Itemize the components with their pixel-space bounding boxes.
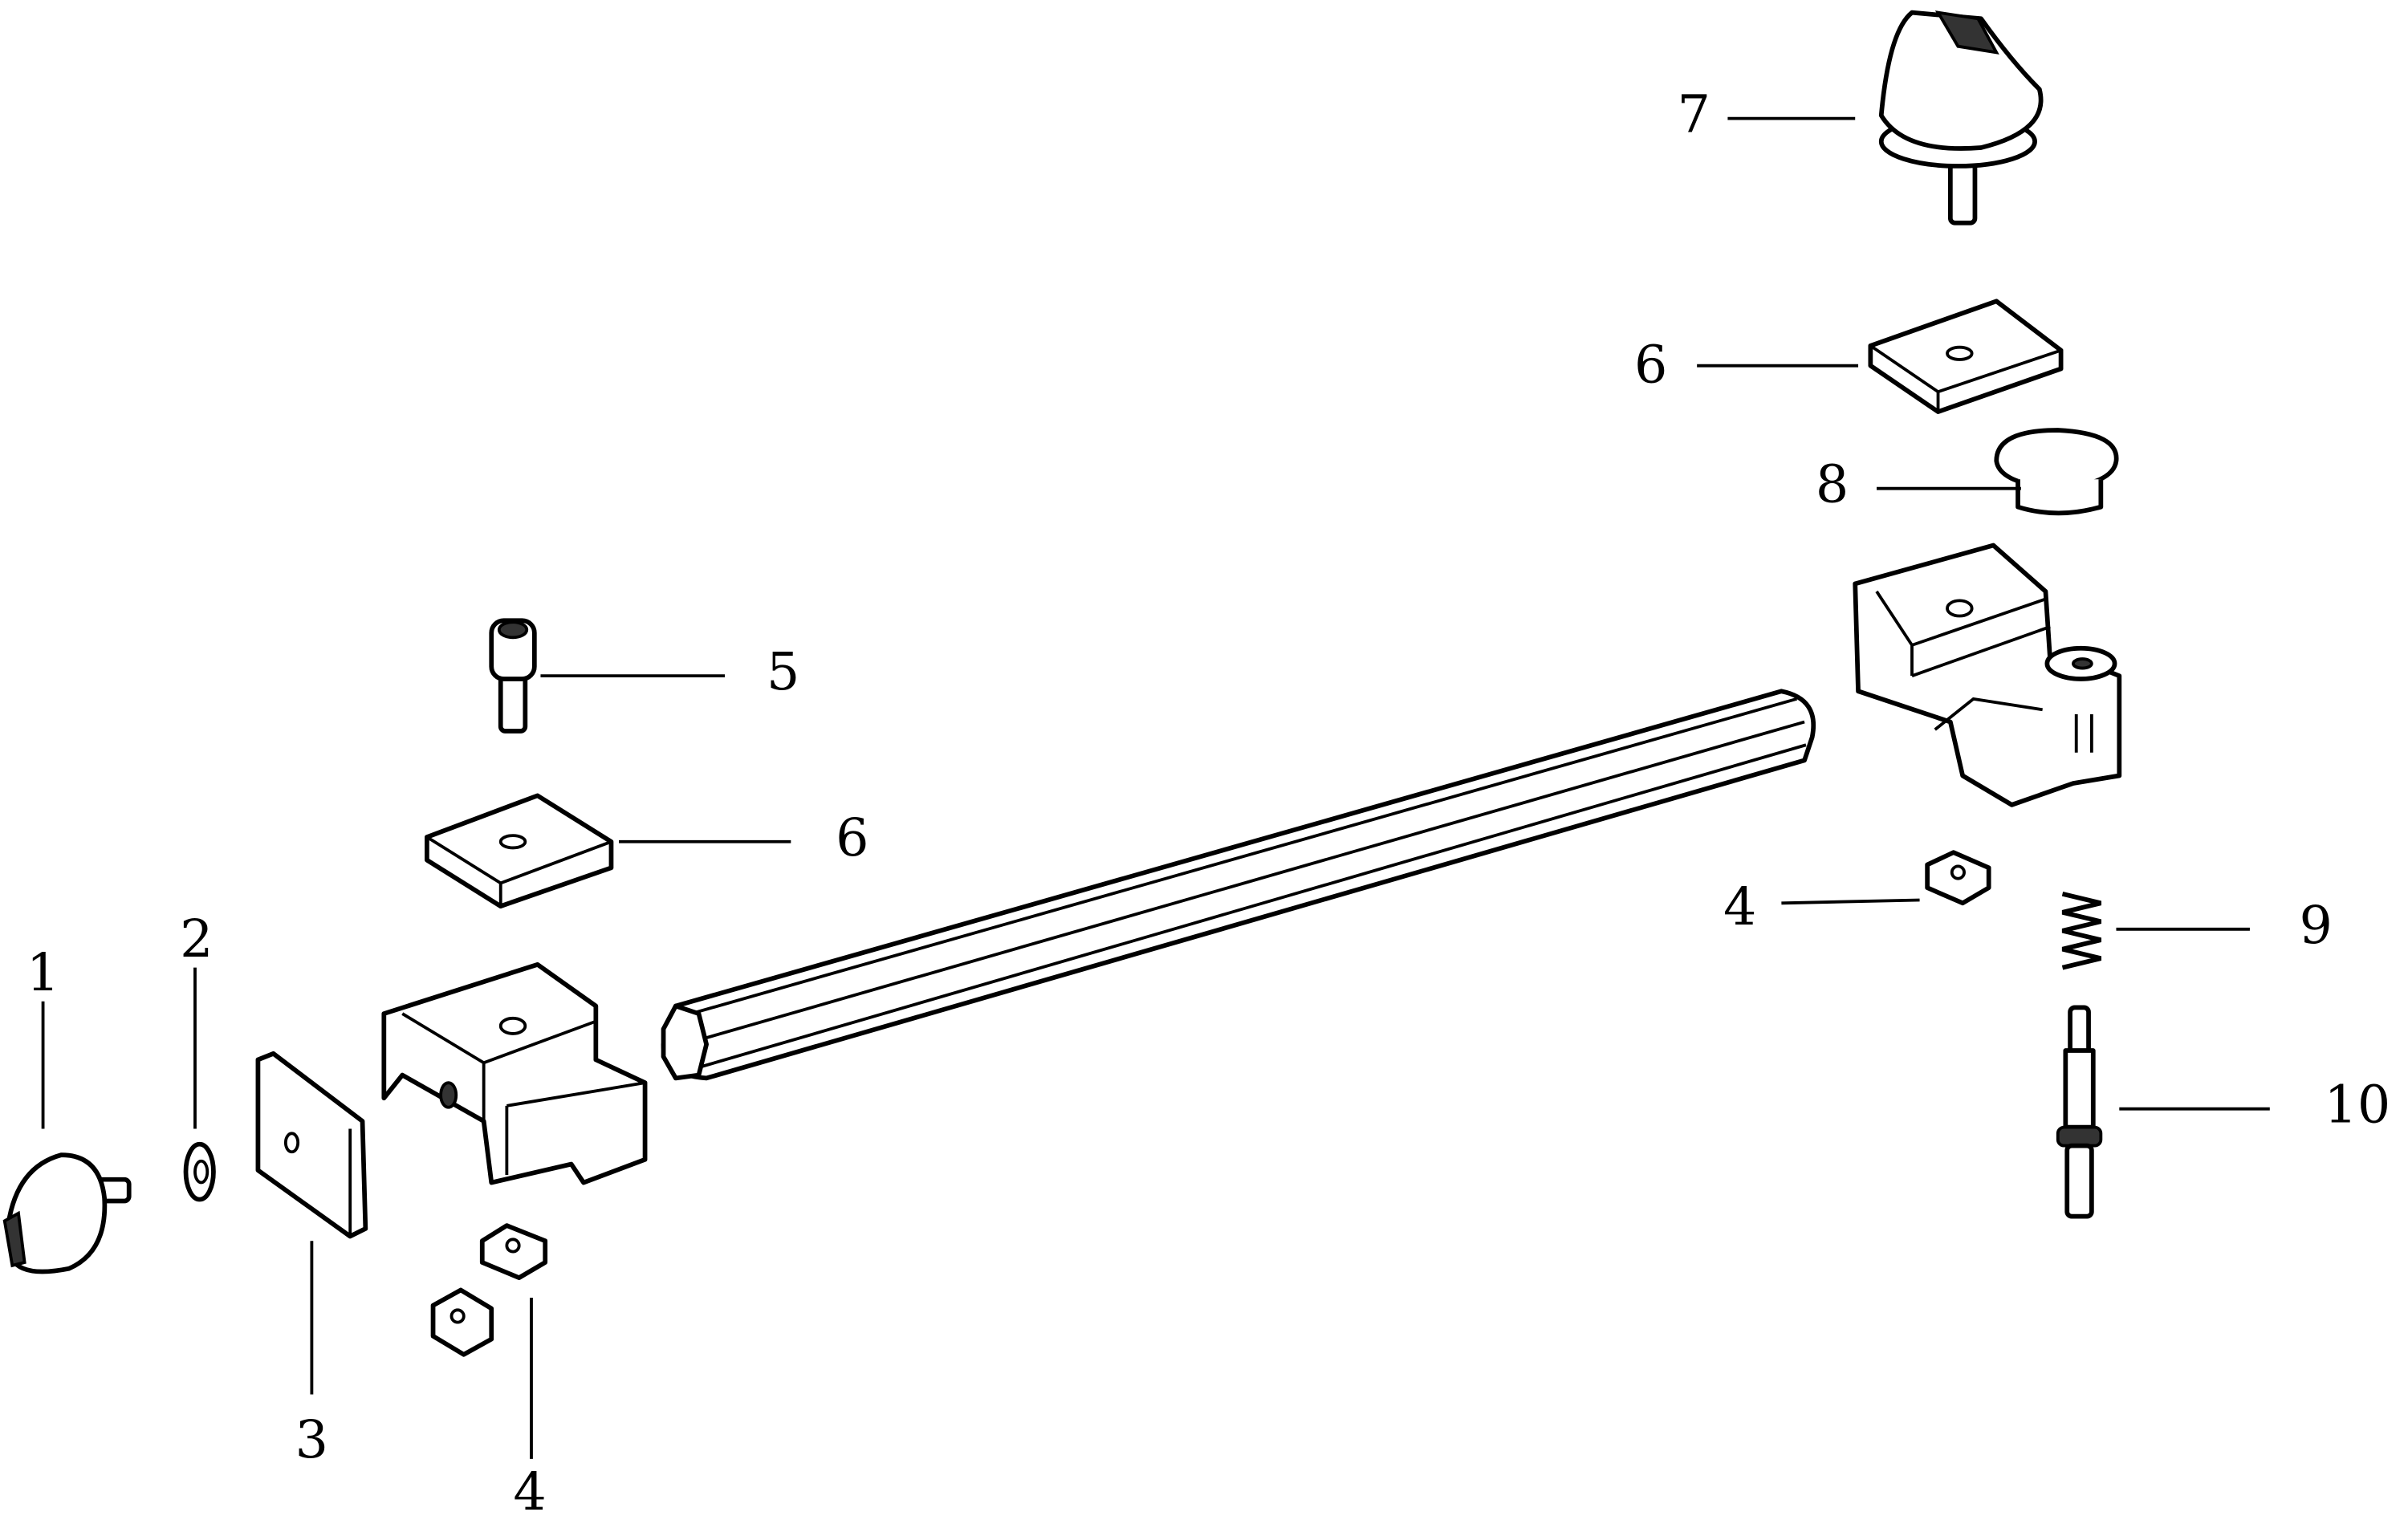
- callout-3: 3: [295, 1410, 328, 1470]
- part-8-cap: [1994, 428, 2119, 516]
- callout-5: 5: [767, 642, 799, 702]
- part-2-washer: [183, 1141, 216, 1202]
- part-6-plate-right: [1868, 299, 2064, 414]
- part-6-plate-left: [425, 793, 614, 908]
- part-3-plate: [255, 1051, 368, 1239]
- part-4-nut-right: [1925, 850, 1991, 906]
- callout-6-right: 6: [1634, 335, 1667, 395]
- part-4-nut-left-upper: [479, 1223, 548, 1281]
- part-10-pin: [2056, 1005, 2103, 1219]
- part-5-screw: [489, 618, 537, 734]
- callout-4-right: 4: [1723, 877, 1756, 937]
- part-4-nut-left-lower: [430, 1287, 494, 1357]
- part-1-knob: [2, 1152, 132, 1274]
- part-9-spring: [2061, 892, 2102, 970]
- callout-2: 2: [180, 909, 213, 969]
- callout-6-left: 6: [836, 808, 868, 868]
- callout-4-left: 4: [513, 1462, 546, 1516]
- callout-7: 7: [1678, 85, 1710, 145]
- leader-lines: [41, 116, 2270, 1459]
- bracket-left: [381, 961, 648, 1185]
- callout-10: 10: [2324, 1075, 2390, 1136]
- callout-1: 1: [26, 943, 59, 1003]
- callout-8: 8: [1816, 455, 1849, 515]
- hex-rod: [661, 689, 1816, 1081]
- callout-9: 9: [2300, 896, 2333, 956]
- bracket-right: [1853, 543, 2122, 807]
- part-7-knob: [1878, 10, 2044, 226]
